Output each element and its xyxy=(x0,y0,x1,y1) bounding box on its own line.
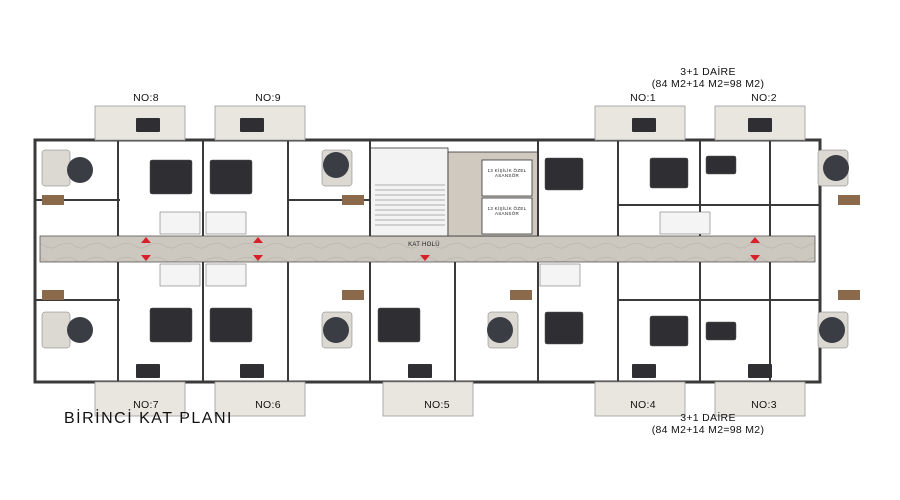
unit-label-no2: NO:2 xyxy=(751,92,777,104)
unit-label-no9: NO:9 xyxy=(255,92,281,104)
plan-title: BİRİNCİ KAT PLANI xyxy=(64,410,233,427)
unit-type-top-line1: 3+1 DAİRE xyxy=(680,66,736,78)
interior-walls xyxy=(35,140,820,382)
unit-label-no7: NO:7 xyxy=(133,399,159,411)
unit-label-no8: NO:8 xyxy=(133,92,159,104)
elevator-label-2: 13 KİŞİLİK ÖZEL ASANSÖR xyxy=(487,206,527,216)
stair-core xyxy=(369,147,539,237)
unit-label-no1: NO:1 xyxy=(630,92,656,104)
round-rugs xyxy=(67,152,849,343)
unit-type-info-bottom: 3+1 DAİRE (84 M2+14 M2=98 M2) xyxy=(652,412,765,436)
hall-label: KAT HOLÜ xyxy=(408,242,440,248)
elevator-label-1: 13 KİŞİLİK ÖZEL ASANSÖR xyxy=(487,168,527,178)
unit-label-no5: NO:5 xyxy=(424,399,450,411)
beds xyxy=(149,155,737,347)
balcony-tables xyxy=(136,118,772,378)
unit-type-info-top: 3+1 DAİRE (84 M2+14 M2=98 M2) xyxy=(652,66,765,90)
unit-type-top-line2: (84 M2+14 M2=98 M2) xyxy=(651,78,765,90)
unit-label-no4: NO:4 xyxy=(630,399,656,411)
balconies xyxy=(94,105,806,417)
bathrooms xyxy=(159,211,711,287)
windows xyxy=(34,210,821,286)
corridor xyxy=(39,235,816,263)
unit-type-bottom-line2: (84 M2+14 M2=98 M2) xyxy=(651,424,765,436)
dining-tables xyxy=(42,195,860,300)
entrance-markers xyxy=(141,237,760,261)
unit-label-no3: NO:3 xyxy=(751,399,777,411)
unit-type-bottom-line1: 3+1 DAİRE xyxy=(680,412,736,424)
unit-label-no6: NO:6 xyxy=(255,399,281,411)
